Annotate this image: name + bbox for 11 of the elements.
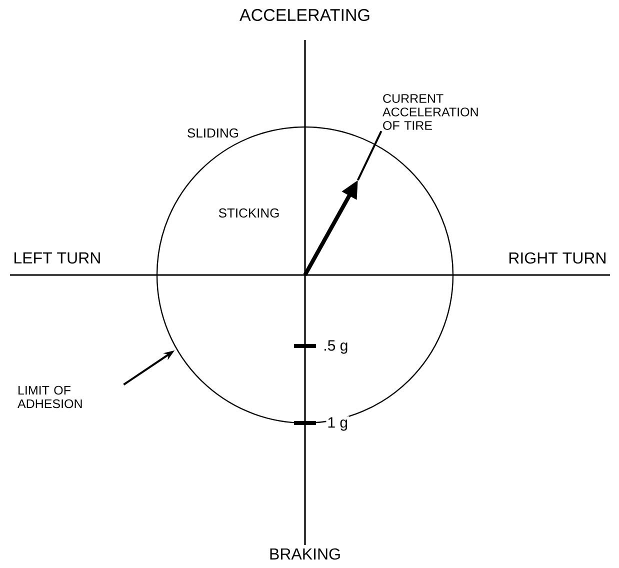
axis-label: RIGHT TURN — [507, 251, 608, 265]
axis-label: ACCELERATING — [238, 8, 372, 22]
axis-label: BRAKING — [268, 547, 342, 561]
callout-text: CURRENT ACCELERATION OF TIRE — [382, 94, 478, 130]
axis-label: .5 g — [322, 339, 350, 355]
axis-label: LEFT TURN — [12, 251, 102, 265]
leader-line — [356, 130, 382, 181]
axis-label: 1 g — [326, 416, 350, 432]
callout-text: LIMIT OF ADHESION — [18, 386, 82, 408]
axis-label: SLIDING — [186, 127, 240, 139]
axis-label: STICKING — [217, 207, 281, 219]
